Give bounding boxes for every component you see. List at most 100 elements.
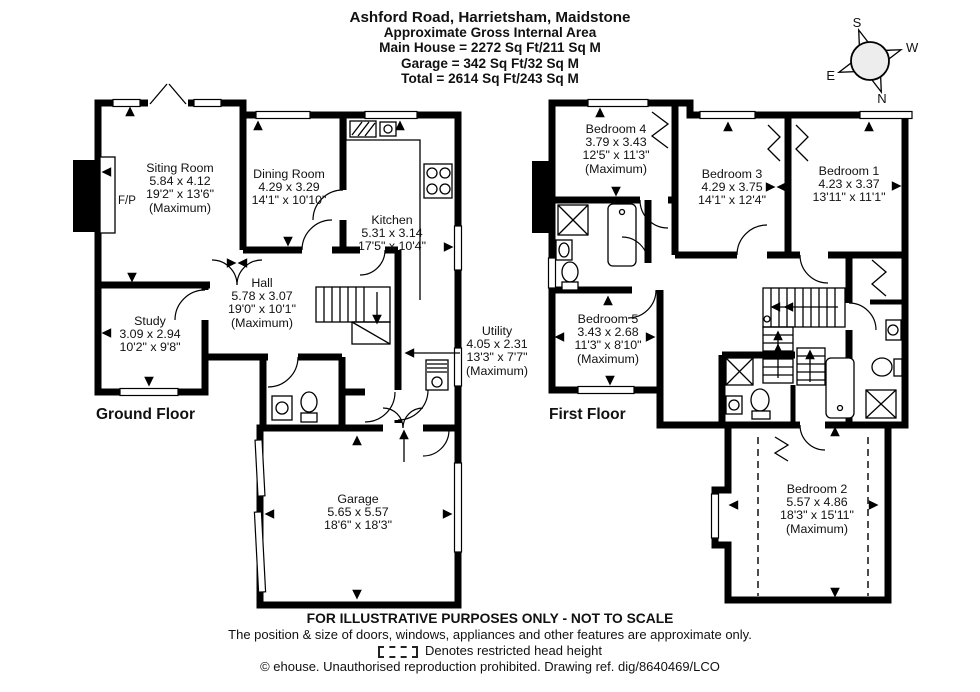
room-dims-metric: 3.79 x 3.43 (585, 135, 647, 150)
ground-interior-walls (98, 115, 402, 428)
title-main-house-area: Main House = 2272 Sq Ft/211 Sq M (379, 40, 601, 56)
compass-e-label: E (826, 68, 835, 83)
compass-n-label: N (877, 91, 886, 106)
compass-w-label: W (906, 40, 919, 55)
room-name: Kitchen (371, 213, 413, 227)
room-dims-metric: 5.65 x 5.57 (327, 505, 389, 520)
toilet-icon (561, 261, 579, 283)
first-door-arcs (621, 199, 877, 451)
room-dims-imperial: 13'11" x 11'1" (812, 190, 886, 205)
room-note: (Maximum) (786, 521, 848, 536)
room-label-dining-room: Dining Room 4.29 x 3.29 14'1" x 10'10" (251, 167, 327, 208)
room-label-bedroom-4: Bedroom 4 3.79 x 3.43 12'5" x 11'3" (Max… (582, 122, 650, 176)
room-label-bedroom-2: Bedroom 2 5.57 x 4.86 18'3" x 15'11" (Ma… (780, 482, 854, 536)
room-label-bedroom-5: Bedroom 5 3.43 x 2.68 11'3" x 8'10" (Max… (574, 312, 642, 366)
room-name: Study (134, 314, 166, 328)
footer-copyright: © ehouse. Unauthorised reproduction proh… (260, 659, 720, 674)
room-dims-metric: 3.09 x 2.94 (119, 327, 181, 342)
room-dims-imperial: 13'3" x 7'7" (466, 350, 528, 365)
room-label-bedroom-3: Bedroom 3 4.29 x 3.75 14'1" x 12'4" (698, 167, 766, 208)
room-dims-imperial: 10'2" x 9'8" (119, 340, 181, 355)
room-dims-imperial: 14'1" x 12'4" (698, 193, 766, 208)
restricted-head-height-icon (377, 645, 418, 658)
toilet-icon (750, 388, 770, 412)
room-note: (Maximum) (231, 315, 293, 330)
room-note: (Maximum) (577, 351, 639, 366)
title-subtitle: Approximate Gross Internal Area (383, 25, 597, 41)
ground-windows (112, 98, 463, 593)
room-dims-metric: 3.43 x 2.68 (577, 325, 639, 340)
compass-rose: S W E N (826, 15, 919, 106)
ground-floor-label: Ground Floor (96, 406, 196, 423)
room-dims-metric: 4.23 x 3.37 (818, 177, 880, 192)
title-total-area: Total = 2614 Sq Ft/243 Sq M (401, 70, 579, 86)
footer-disclaimer-text: The position & size of doors, windows, a… (228, 627, 752, 642)
fireplace-label: F/P (118, 195, 136, 207)
wardrobe-doors (650, 111, 887, 462)
title-block: Ashford Road, Harrietsham, Maidstone App… (0, 10, 980, 86)
compass-s-label: S (853, 15, 862, 30)
room-name: Utility (481, 324, 513, 338)
title-garage-area: Garage = 342 Sq Ft/32 Sq M (401, 55, 579, 71)
room-dims-imperial: 19'2" x 13'6" (146, 187, 214, 202)
family-bathroom (555, 203, 637, 291)
room-dims-metric: 5.31 x 3.14 (361, 226, 423, 241)
room-dims-metric: 5.84 x 4.12 (149, 174, 211, 189)
fireplace-hearth-icon (99, 156, 116, 234)
washing-machine-icon (425, 359, 449, 391)
ground-floor-plan (73, 83, 463, 609)
room-name: Siting Room (146, 161, 214, 175)
wc-toilet-icon (300, 391, 318, 423)
room-dims-imperial: 18'3" x 15'11" (780, 508, 854, 523)
compass-circle (850, 41, 890, 81)
restricted-head-height-lines (757, 437, 869, 596)
ensuite-middle (725, 357, 771, 420)
siting-bay-icon (148, 83, 188, 108)
room-dims-metric: 4.29 x 3.75 (701, 180, 763, 195)
room-dims-imperial: 12'5" x 11'3" (582, 148, 650, 163)
room-name: Bedroom 2 (786, 482, 848, 496)
room-label-study: Study 3.09 x 2.94 10'2" x 9'8" (119, 314, 181, 355)
room-dims-metric: 5.57 x 4.86 (786, 495, 848, 510)
room-dims-metric: 4.05 x 2.31 (466, 337, 528, 352)
room-label-bedroom-1: Bedroom 1 4.23 x 3.37 13'11" x 11'1" (812, 164, 886, 205)
first-floor-chimney (532, 161, 552, 233)
room-dims-imperial: 14'1" x 10'10" (251, 193, 327, 208)
page-title: Ashford Road, Harrietsham, Maidstone (349, 9, 631, 26)
room-name: Bedroom 4 (585, 122, 647, 136)
room-label-utility: Utility 4.05 x 2.31 13'3" x 7'7" (Maximu… (466, 324, 528, 378)
first-floor-walls (548, 99, 909, 604)
room-name: Hall (251, 276, 273, 290)
ground-door-arcs (174, 189, 450, 457)
first-stairs (762, 287, 846, 386)
room-name: Bedroom 5 (577, 312, 639, 326)
ground-stairs (315, 286, 391, 345)
room-dims-metric: 4.29 x 3.29 (258, 180, 320, 195)
room-dims-imperial: 11'3" x 8'10" (574, 338, 642, 353)
footer-block: FOR ILLUSTRATIVE PURPOSES ONLY - NOT TO … (0, 611, 980, 675)
sink-icon (885, 319, 902, 341)
first-floor-label: First Floor (549, 406, 626, 423)
fireplace-chimney (73, 160, 98, 232)
kitchen-sink-icon (349, 120, 397, 138)
room-name: Dining Room (253, 167, 325, 181)
room-dims-imperial: 19'0" x 10'1" (228, 302, 296, 317)
room-label-hall: Hall 5.78 x 3.07 19'0" x 10'1" (Maximum) (228, 276, 296, 330)
footer-restricted-legend: Denotes restricted head height (0, 643, 980, 659)
bathtub-icon (825, 357, 855, 419)
utility-arrow (404, 348, 460, 358)
footer-restricted-text: Denotes restricted head height (424, 643, 603, 658)
room-note: (Maximum) (585, 161, 647, 176)
room-name: Garage (337, 492, 379, 506)
wc-sink-icon (271, 395, 293, 421)
room-label-siting-room: Siting Room 5.84 x 4.12 19'2" x 13'6" (M… (146, 161, 214, 215)
bathtub-icon (607, 203, 637, 267)
room-label-garage: Garage 5.65 x 5.57 18'6" x 18'3" (324, 492, 392, 533)
toilet-icon (871, 357, 893, 377)
first-floor-plan (532, 98, 913, 604)
entrance-arrow (399, 429, 409, 462)
room-dims-imperial: 18'6" x 18'3" (324, 518, 392, 533)
kitchen-counter (345, 119, 421, 300)
